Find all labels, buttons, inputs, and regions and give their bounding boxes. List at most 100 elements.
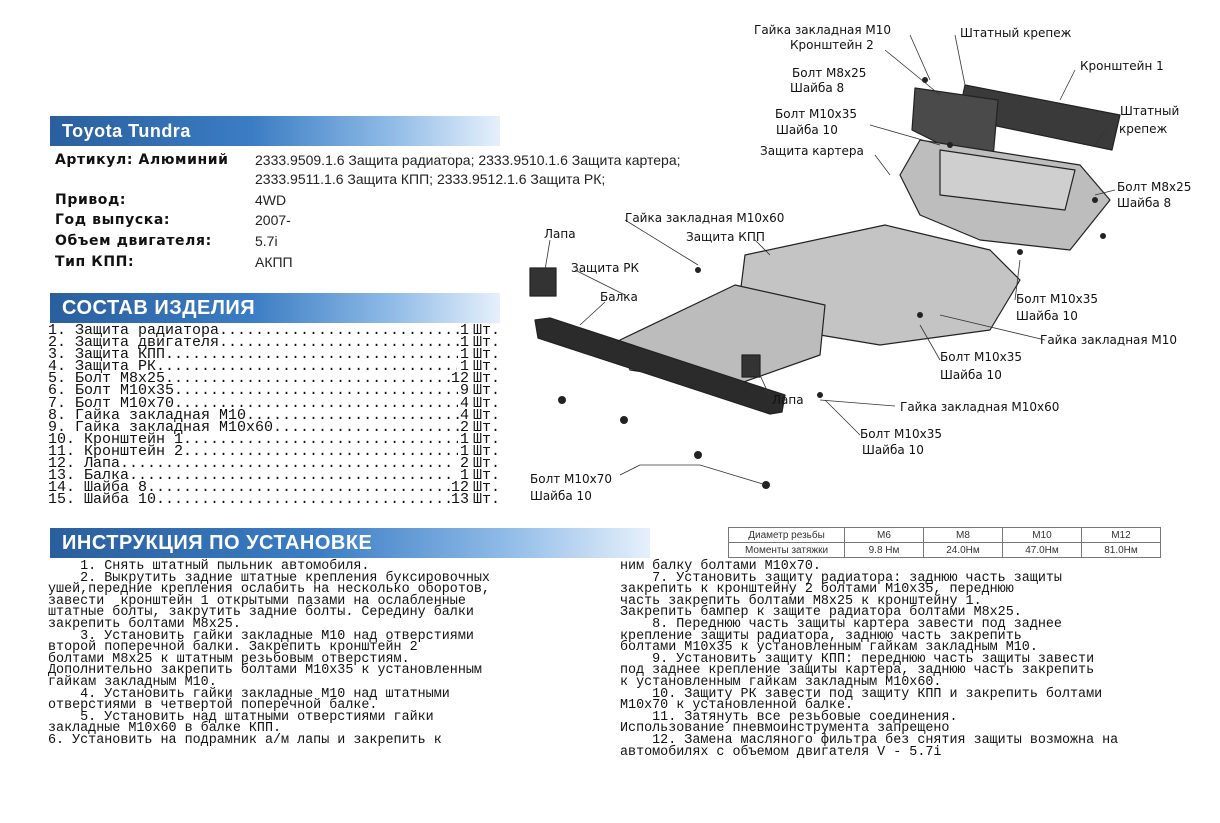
torque-table: Диаметр резьбы М6 М8 М10 М12 Моменты зат… [728, 527, 1161, 558]
label: Гайка закладная М10x60 [900, 400, 1059, 414]
composition-item-unit: Шт. [472, 406, 500, 424]
dot-leader: ........................................… [183, 433, 458, 446]
label: Шайба 10 [1016, 309, 1078, 323]
composition-item-unit: Шт. [472, 491, 500, 509]
composition-item-qty: 1 [459, 334, 469, 352]
label: Кронштейн 1 [1080, 59, 1164, 73]
label: Защита РК [571, 261, 640, 275]
label: Штатный [1120, 104, 1179, 118]
instructions-heading: ИНСТРУКЦИЯ ПО УСТАНОВКЕ [62, 531, 373, 554]
spec-key: Объем двигателя: [55, 233, 212, 249]
composition-item: 15. Шайба 10............................… [48, 491, 500, 509]
instructions-left-column: 1. Снять штатный пыльник автомобиля. 2. … [48, 559, 490, 748]
composition-item-qty: 2 [459, 455, 469, 473]
dot-leader: ........................................… [156, 494, 451, 507]
label: Шайба 10 [530, 489, 592, 503]
label: Болт М10x35 [940, 350, 1022, 364]
composition-item-qty: 13 [450, 491, 469, 509]
composition-item: 5. Болт М8x25...........................… [48, 370, 500, 388]
composition-item-unit: Шт. [472, 430, 500, 448]
composition-item-unit: Шт. [472, 479, 500, 497]
thread-size-cell: М6 [844, 527, 924, 543]
instructions-banner: ИНСТРУКЦИЯ ПО УСТАНОВКЕ [50, 528, 650, 558]
label: Гайка закладная М10 [1040, 333, 1177, 347]
dot-leader: ........................................… [174, 385, 458, 398]
label: Болт М10x35 [860, 427, 942, 441]
leader-lines [544, 34, 1116, 486]
diagram-parts [529, 84, 1121, 415]
dot-leader: ........................................… [273, 421, 460, 434]
composition-item-qty: 1 [459, 467, 469, 485]
composition-item-name: 7. Болт М10x70 [48, 394, 175, 412]
composition-item-qty: 12 [450, 370, 469, 388]
label: Болт М10x70 [530, 472, 612, 486]
diagram-labels: Гайка закладная М10 Кронштейн 2 Штатный … [530, 23, 1191, 503]
spec-value: 5.7i [255, 233, 278, 249]
dot-leader: ........................................… [165, 373, 451, 386]
thread-size-cell: М12 [1081, 527, 1161, 543]
composition-heading: СОСТАВ ИЗДЕЛИЯ [62, 296, 256, 319]
label: Болт М10x35 [1016, 292, 1098, 306]
torque-value-cell: 47.0Нм [1002, 542, 1082, 558]
spec-value: 4WD [255, 192, 287, 208]
thread-size-cell: М8 [923, 527, 1003, 543]
composition-item-name: 9. Гайка закладная М10x60 [48, 418, 274, 436]
dot-leader: ........................................… [156, 361, 457, 374]
label: Болт М8x25 [1117, 180, 1191, 194]
composition-item-unit: Шт. [472, 334, 500, 352]
torque-row-diameter: Диаметр резьбы М6 М8 М10 М12 [728, 527, 1161, 543]
composition-item-unit: Шт. [472, 346, 500, 364]
composition-item-qty: 4 [459, 406, 469, 424]
spec-value: 2333.9511.1.6 Защита КПП; 2333.9512.1.6 … [255, 171, 606, 187]
dot-leader: ........................................… [147, 482, 451, 495]
spec-value: 2007- [255, 212, 291, 228]
composition-item: 10. Кронштейн 1.........................… [48, 430, 500, 448]
spec-value: 2333.9509.1.6 Защита радиатора; 2333.951… [255, 152, 681, 168]
composition-item: 13. Балка...............................… [48, 467, 500, 485]
label: Лапа [772, 393, 804, 407]
spec-key: Тип КПП: [55, 254, 135, 270]
dot-leader: ........................................… [120, 458, 456, 471]
composition-item: 3. Защита КПП...........................… [48, 346, 500, 364]
composition-item-name: 15. Шайба 10 [48, 491, 157, 509]
composition-item: 11. Кронштейн 2.........................… [48, 442, 500, 460]
composition-item: 7. Болт М10x70..........................… [48, 394, 500, 412]
composition-item-name: 3. Защита КПП [48, 346, 166, 364]
composition-item-name: 14. Шайба 8 [48, 479, 148, 497]
torque-row-label: Моменты затяжки [728, 542, 845, 558]
composition-item: 4. Защита РК............................… [48, 358, 500, 376]
composition-item-name: 4. Защита РК [48, 358, 157, 376]
composition-item-name: 11. Кронштейн 2 [48, 442, 184, 460]
composition-item: 12. Лапа................................… [48, 455, 500, 473]
assembly-diagram: Гайка закладная М10 Кронштейн 2 Штатный … [529, 23, 1191, 503]
label: Шайба 10 [940, 368, 1002, 382]
label: Болт М10x35 [775, 107, 857, 121]
composition-item-unit: Шт. [472, 382, 500, 400]
label: Лапа [544, 227, 576, 241]
composition-item-qty: 1 [459, 430, 469, 448]
spec-key: Год выпуска: [55, 212, 171, 228]
composition-item-unit: Шт. [472, 358, 500, 376]
torque-row-label: Диаметр резьбы [728, 527, 845, 543]
composition-item-name: 13. Балка [48, 467, 130, 485]
label: Штатный крепеж [960, 26, 1072, 40]
composition-item-qty: 4 [459, 394, 469, 412]
product-title: Toyota Tundra [62, 120, 191, 141]
label: Защита картера [760, 144, 864, 158]
label: Кронштейн 2 [790, 38, 874, 52]
dot-leader: ........................................… [165, 349, 458, 362]
dot-leader: ........................................… [219, 325, 460, 338]
composition-item-qty: 1 [459, 442, 469, 460]
instructions-right-column: ним балку болтами М10x70. 7. Установить … [620, 559, 1119, 760]
composition-item-unit: Шт. [472, 467, 500, 485]
torque-value-cell: 9.8 Нм [844, 542, 924, 558]
beam-part [534, 317, 786, 415]
label: Гайка закладная М10x60 [625, 211, 784, 225]
composition-item: 6. Болт М10x35..........................… [48, 382, 500, 400]
spec-key: Привод: [55, 192, 127, 208]
composition-item-unit: Шт. [472, 455, 500, 473]
composition-item: 9. Гайка закладная М10x60...............… [48, 418, 500, 436]
composition-item: 1. Защита радиатора.....................… [48, 323, 500, 338]
composition-item-qty: 9 [459, 382, 469, 400]
composition-item-unit: Шт. [472, 370, 500, 388]
